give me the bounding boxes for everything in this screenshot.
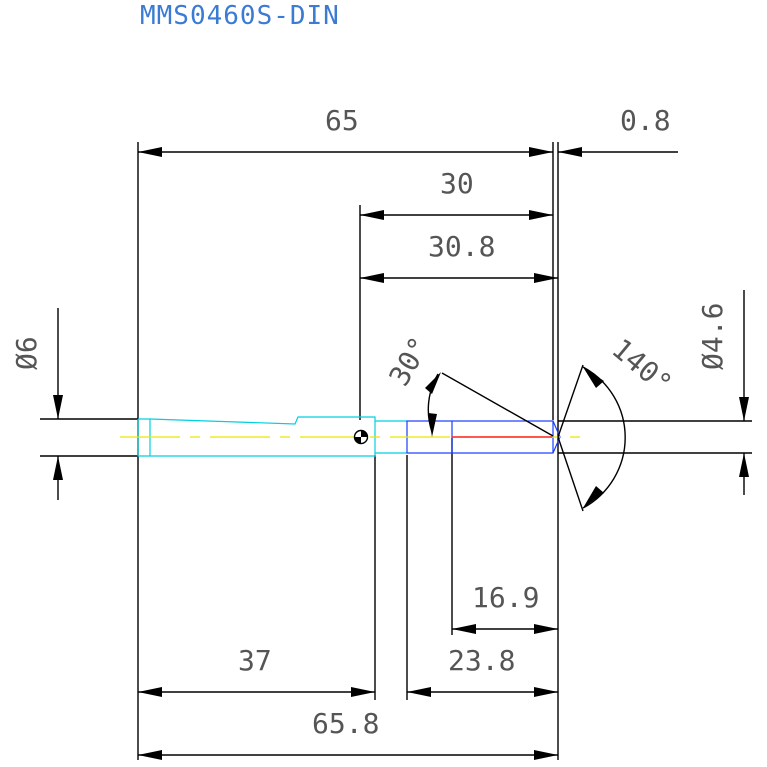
arrowhead	[53, 395, 63, 419]
label-65-8: 65.8	[312, 707, 379, 740]
label-dia-6: Ø6	[10, 336, 43, 370]
arrowhead	[138, 147, 162, 157]
arrowhead	[351, 687, 375, 697]
arrowhead	[558, 147, 582, 157]
arrowhead	[583, 486, 604, 508]
arrowhead	[452, 624, 476, 634]
arrowhead	[534, 687, 558, 697]
arrowhead	[534, 273, 558, 283]
label-65: 65	[325, 104, 359, 137]
arrowhead	[138, 750, 162, 760]
arrowhead	[360, 273, 384, 283]
label-dia-4-6: Ø4.6	[696, 303, 729, 370]
label-30: 30	[440, 167, 474, 200]
arrowhead	[53, 456, 63, 480]
arrowhead	[360, 210, 384, 220]
arrowhead	[529, 147, 553, 157]
arrowhead	[529, 210, 553, 220]
arrowhead	[583, 367, 604, 388]
label-0-8: 0.8	[620, 104, 671, 137]
label-23-8: 23.8	[448, 644, 515, 677]
label-point-angle: 140°	[606, 332, 679, 401]
arrowhead	[407, 687, 431, 697]
point-angle-arc	[582, 366, 626, 509]
point-angle-line-bottom	[557, 436, 584, 512]
label-helix-angle: 30°	[382, 331, 436, 391]
point-angle-line-top	[557, 364, 584, 438]
arrowhead	[428, 413, 437, 437]
label-37: 37	[238, 644, 272, 677]
label-30-8: 30.8	[428, 230, 495, 263]
arrowhead	[534, 750, 558, 760]
arrowhead	[425, 372, 441, 394]
arrowhead	[739, 453, 749, 477]
arrowhead	[739, 397, 749, 421]
helix-line	[441, 372, 554, 437]
tool-shank-outline	[137, 416, 376, 457]
arrowhead	[534, 624, 558, 634]
drawing-title: MMS0460S-DIN	[140, 1, 340, 31]
center-of-gravity-icon	[353, 429, 369, 445]
arrowhead	[138, 687, 162, 697]
label-16-9: 16.9	[472, 581, 539, 614]
